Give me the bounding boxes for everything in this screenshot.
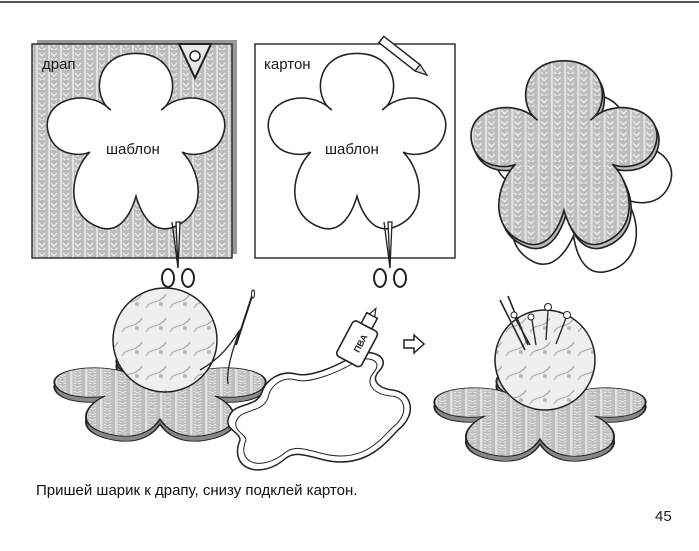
chalk-icon bbox=[177, 43, 213, 81]
cardboard-label: картон bbox=[264, 56, 311, 73]
drape-template-label: шаблон bbox=[106, 141, 160, 158]
glue-bottle-icon: ПВА bbox=[335, 306, 379, 368]
fabric-ball bbox=[112, 287, 218, 393]
page-number: 45 bbox=[655, 508, 672, 525]
drape-panel bbox=[31, 40, 237, 259]
pincushion-icon bbox=[433, 295, 647, 463]
scissors-icon bbox=[373, 221, 407, 288]
instruction-text: Пришей шарик к драпу, снизу подклей карт… bbox=[36, 482, 358, 499]
arrow-right-icon bbox=[403, 333, 426, 355]
stacked-flowers bbox=[470, 59, 683, 282]
cardboard-template-label: шаблон bbox=[325, 141, 379, 158]
scissors-icon bbox=[161, 221, 195, 288]
pencil-icon bbox=[377, 35, 429, 77]
drape-label: драп bbox=[42, 56, 76, 73]
needle-icon bbox=[235, 289, 255, 346]
cardboard-panel bbox=[254, 43, 456, 259]
cardboard-flower-glue bbox=[227, 351, 412, 471]
